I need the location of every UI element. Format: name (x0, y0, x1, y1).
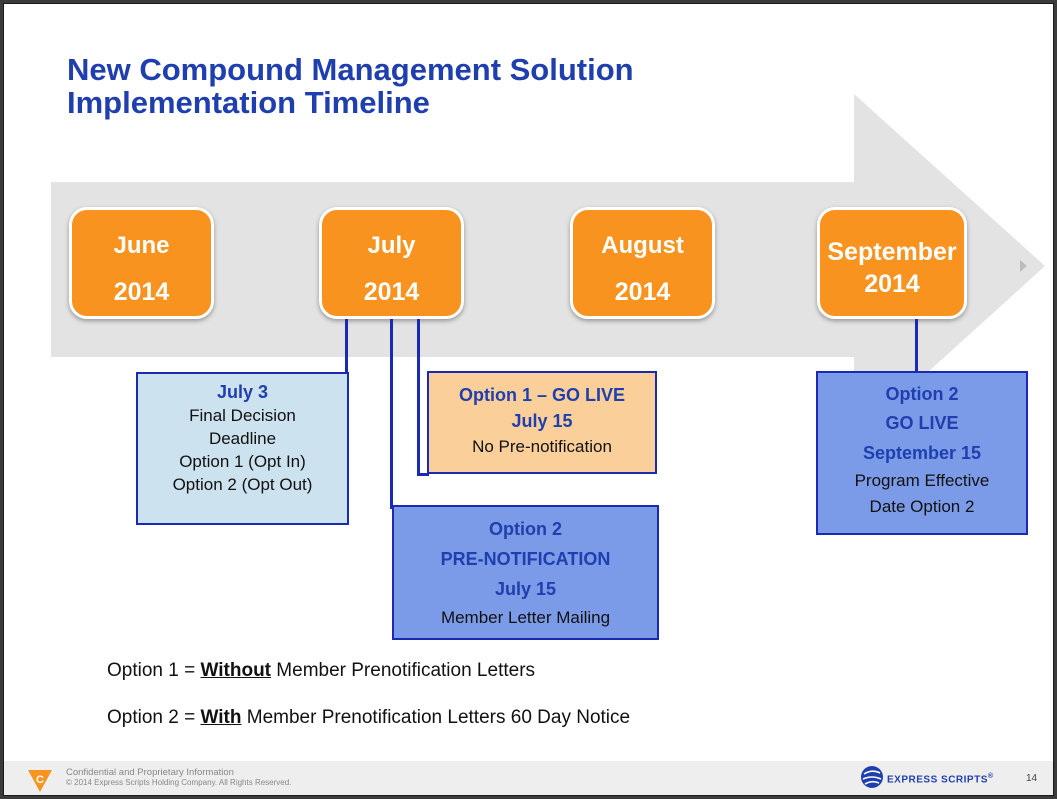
legend-option1: Option 1 = Without Member Prenotificatio… (107, 660, 535, 682)
connector-september15 (915, 319, 918, 371)
page-number: 14 (1026, 773, 1038, 784)
event-line: Final Decision (189, 406, 296, 425)
month-august: August 2014 (570, 207, 715, 319)
legend-prefix: Option 2 = (107, 707, 201, 728)
connector-july3 (345, 319, 348, 374)
brand-mark: ® (987, 773, 994, 780)
event-subheading: GO LIVE (885, 413, 959, 433)
year-label: 2014 (113, 278, 170, 306)
legend-emphasis: With (200, 707, 242, 728)
event-heading: Option 2 (489, 519, 562, 539)
footer-text: Confidential and Proprietary Information… (66, 768, 291, 788)
legend-prefix: Option 1 = (107, 660, 201, 681)
event-note: No Pre-notification (472, 437, 612, 456)
event-subheading: PRE-NOTIFICATION (440, 549, 611, 569)
legend-suffix: Member Prenotification Letters 60 Day No… (241, 707, 631, 728)
footer-confidential: Confidential and Proprietary Information (66, 767, 234, 778)
footer: C Confidential and Proprietary Informati… (4, 761, 1053, 795)
event-line: Deadline (208, 429, 277, 448)
event-line: Option 1 (Opt In) (179, 452, 306, 471)
event-line: Option 2 (Opt Out) (172, 475, 313, 494)
legend-suffix: Member Prenotification Letters (271, 660, 536, 681)
event-option1-golive-box: Option 1 – GO LIVE July 15 No Pre-notifi… (427, 371, 657, 474)
express-scripts-logo-icon (861, 766, 883, 788)
event-line: Date Option 2 (869, 497, 975, 516)
event-july3-box: July 3 Final Decision Deadline Option 1 … (136, 372, 349, 525)
footer-copyright: © 2014 Express Scripts Holding Company. … (66, 778, 292, 787)
event-heading: Option 1 – GO LIVE (458, 385, 626, 405)
month-june: June 2014 (69, 207, 214, 319)
event-date: July 15 (511, 411, 573, 431)
month-september: September 2014 (817, 207, 967, 319)
year-label: 2014 (864, 270, 920, 298)
month-label: June (113, 232, 170, 259)
title-line-1: New Compound Management Solution (67, 52, 634, 87)
event-date: July 15 (494, 579, 557, 599)
event-line: Program Effective (854, 471, 990, 490)
company-logo-icon: C (28, 770, 52, 792)
event-option2-golive-box: Option 2 GO LIVE September 15 Program Ef… (816, 371, 1028, 535)
brand-name: EXPRESS SCRIPTS (887, 774, 988, 786)
svg-text:C: C (36, 774, 44, 786)
page-title: New Compound Management Solution Impleme… (67, 53, 867, 119)
connector-option1-golive-horizontal (417, 473, 429, 476)
brand-text: EXPRESS SCRIPTS® (887, 773, 994, 785)
legend-emphasis: Without (200, 660, 272, 681)
event-date: September 15 (862, 443, 982, 463)
connector-option1-golive-vertical (417, 319, 420, 476)
month-july: July 2014 (319, 207, 464, 319)
timeline-arrow (51, 94, 1045, 439)
connector-option2-prenotification (390, 319, 393, 509)
month-label: August (601, 232, 684, 259)
slide: New Compound Management Solution Impleme… (3, 3, 1054, 796)
month-label: September (827, 238, 957, 266)
event-date: July 3 (216, 382, 269, 402)
year-label: 2014 (363, 278, 420, 306)
year-label: 2014 (614, 278, 671, 306)
event-note: Member Letter Mailing (440, 608, 611, 627)
legend-option2: Option 2 = With Member Prenotification L… (107, 707, 630, 729)
event-heading: Option 2 (885, 384, 959, 404)
event-option2-prenotification-box: Option 2 PRE-NOTIFICATION July 15 Member… (392, 505, 659, 640)
title-line-2: Implementation Timeline (67, 85, 430, 120)
month-label: July (367, 232, 416, 259)
